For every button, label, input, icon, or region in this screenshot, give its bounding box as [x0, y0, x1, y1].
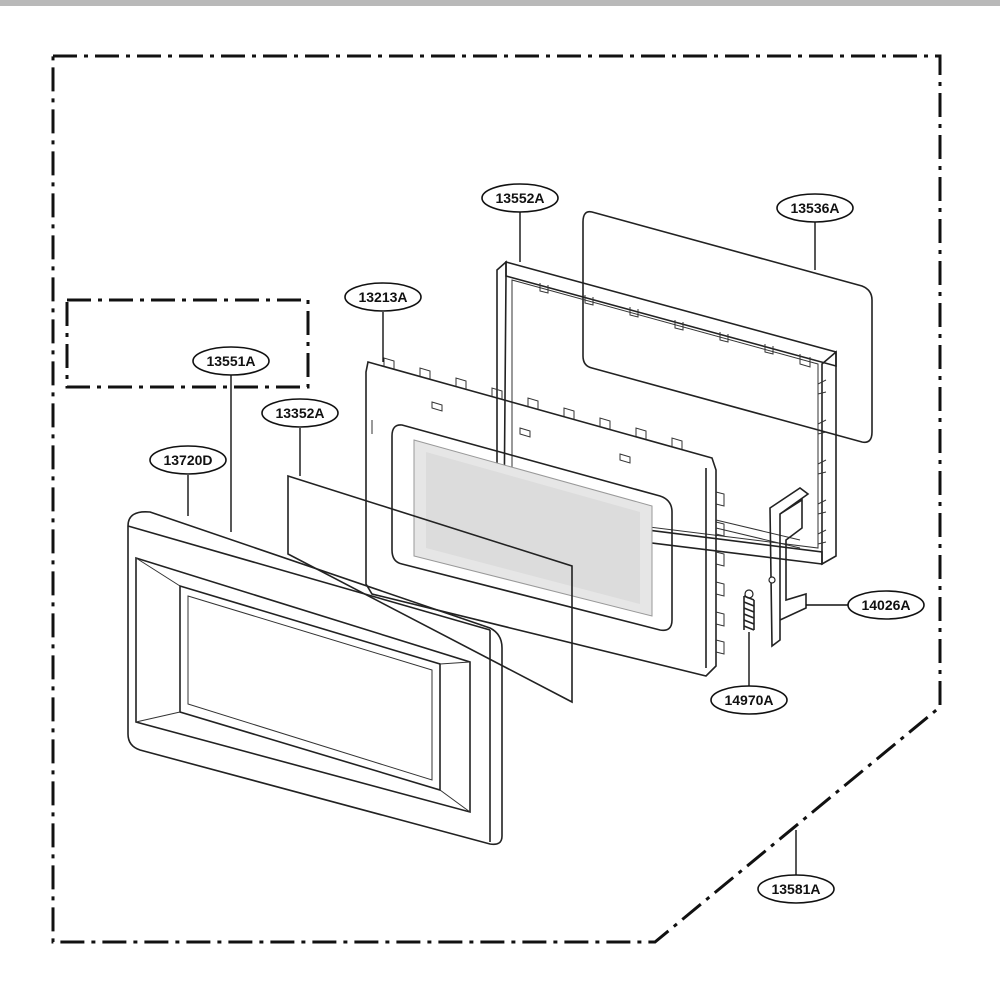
- callout-label: 13352A: [275, 405, 324, 421]
- latch-hook-part: [768, 487, 810, 648]
- callout-14970A: 14970A: [710, 685, 788, 715]
- callout-label: 14970A: [724, 692, 773, 708]
- spring-part: [743, 589, 755, 631]
- callout-14026A: 14026A: [847, 590, 925, 620]
- callout-label: 13581A: [771, 881, 820, 897]
- top-border: [0, 0, 1000, 6]
- callout-label: 14026A: [861, 597, 910, 613]
- callout-13552A: 13552A: [481, 183, 559, 213]
- callout-label: 13552A: [495, 190, 544, 206]
- callout-13551A: 13551A: [192, 346, 270, 376]
- callout-label: 13551A: [206, 353, 255, 369]
- front-door-frame-part: [127, 510, 503, 846]
- choke-film-part: [287, 474, 573, 704]
- sub-assembly-boundary: [65, 298, 310, 389]
- callout-13213A: 13213A: [344, 282, 422, 312]
- callout-13581A: 13581A: [757, 874, 835, 904]
- callout-label: 13536A: [790, 200, 839, 216]
- callout-13720D: 13720D: [149, 445, 227, 475]
- glass-panel-part: [582, 210, 873, 444]
- callout-label: 13720D: [163, 452, 212, 468]
- assembly-boundary: [51, 54, 942, 944]
- callout-13536A: 13536A: [776, 193, 854, 223]
- callout-13352A: 13352A: [261, 398, 339, 428]
- door-inner-panel-part: [365, 357, 801, 677]
- callout-label: 13213A: [358, 289, 407, 305]
